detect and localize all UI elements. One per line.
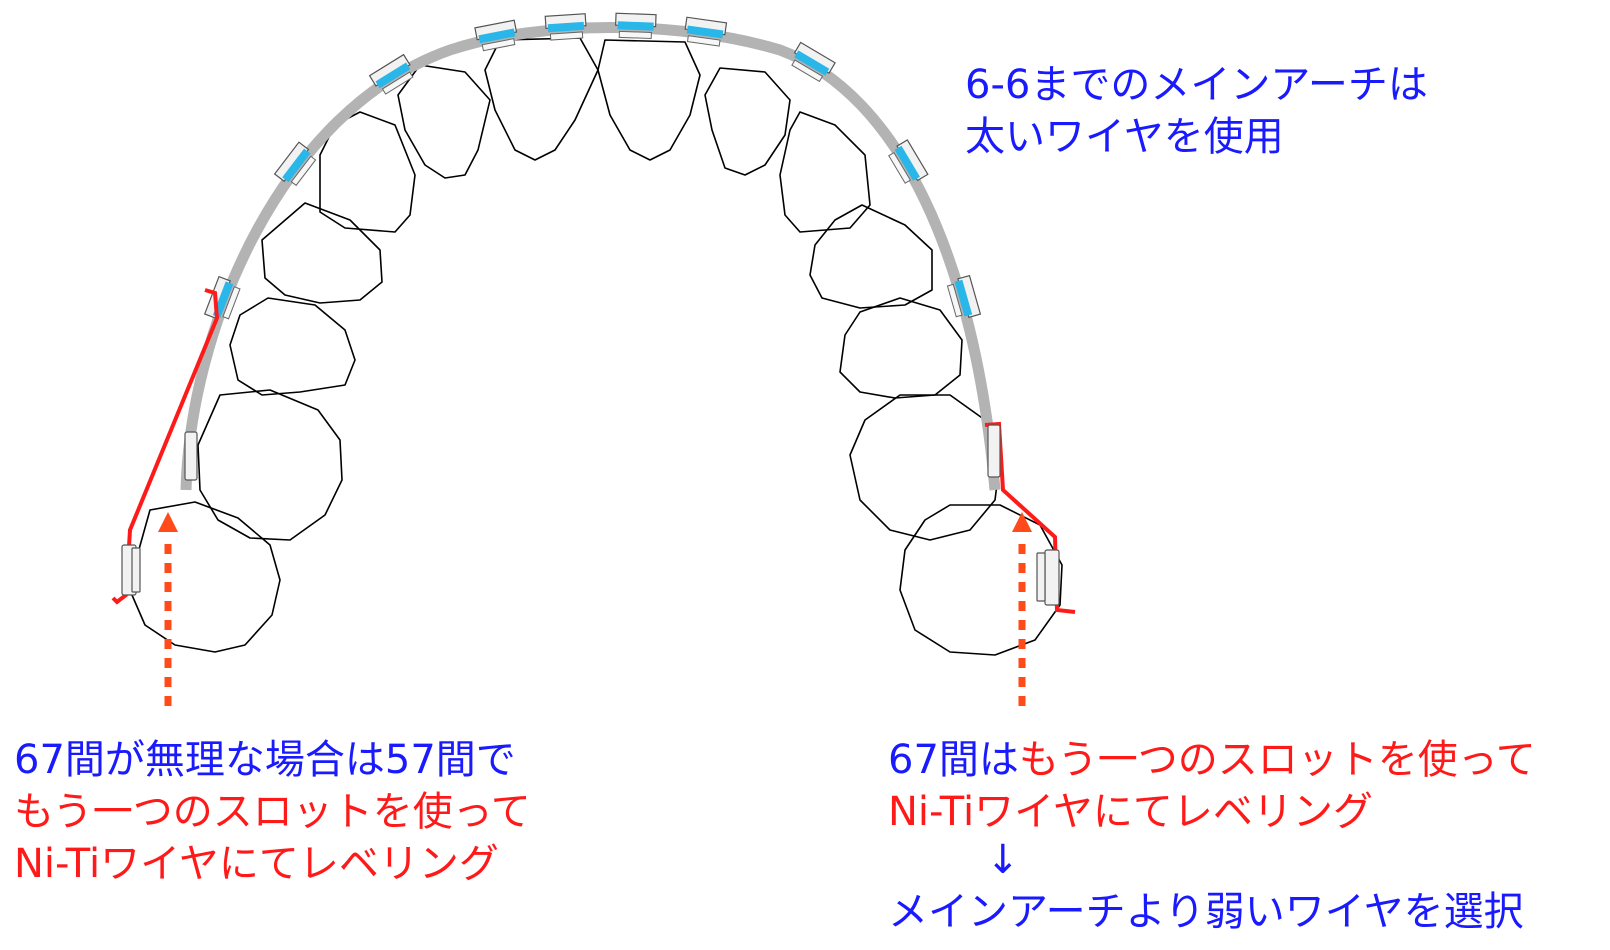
bracket-6	[615, 12, 657, 40]
right-note-line4: メインアーチより弱いワイヤを選択	[888, 889, 1524, 935]
teeth-group	[131, 37, 1063, 656]
main-arch-note-line2: 太いワイヤを使用	[965, 114, 1284, 160]
bracket-8	[791, 41, 836, 83]
tooth-left-3	[319, 111, 416, 233]
bracket-left-7-inner	[131, 547, 141, 593]
main-arch-wire	[180, 22, 1001, 491]
tooth-left-4	[261, 202, 383, 304]
left-note-line3: Ni-Tiワイヤにてレベリング	[14, 841, 499, 887]
right-note-line2: Ni-Tiワイヤにてレベリング	[888, 789, 1373, 835]
tooth-left-2	[397, 64, 491, 179]
bracket-right-7-inner	[1036, 552, 1046, 602]
bracket-wing	[222, 286, 241, 320]
bracket-slot	[547, 21, 585, 33]
bracket-wing	[888, 151, 912, 184]
down-arrow-icon: ↓	[986, 837, 1020, 883]
right-niti-wire	[984, 421, 1076, 614]
left-arrow-head	[158, 512, 178, 532]
bracket-right-6	[987, 424, 1001, 478]
bracket-9	[888, 139, 929, 184]
bracket-wing	[290, 155, 317, 187]
bracket-slot	[375, 62, 411, 89]
bracket-wing	[791, 59, 824, 83]
left-dotted-arrow	[158, 512, 178, 706]
main-arch-note-line1: 6-6までのメインアーチは	[965, 62, 1428, 108]
brackets-group	[203, 12, 982, 320]
bracket-10	[946, 274, 982, 319]
tooth-right-1	[597, 39, 701, 161]
tooth-right-3	[779, 111, 871, 233]
left-note-line2: もう一つのスロットを使って	[14, 789, 531, 835]
bracket-4	[474, 19, 518, 52]
tooth-left-7	[131, 501, 281, 653]
bracket-wing	[618, 30, 652, 40]
right-note-line1: 67間はもう一つのスロットを使って	[888, 738, 1536, 782]
bracket-slot	[617, 21, 654, 31]
bracket-wing	[481, 38, 516, 52]
right-arrow-head	[1012, 512, 1032, 532]
bracket-wing	[686, 35, 721, 47]
bracket-wing	[549, 31, 584, 41]
tooth-left-1	[484, 37, 599, 161]
bracket-slot	[478, 28, 516, 44]
bracket-left-6	[184, 431, 198, 481]
tooth-left-6	[197, 389, 343, 541]
tooth-right-4	[809, 204, 933, 309]
right-dotted-arrow	[1012, 512, 1032, 706]
bracket-7	[684, 16, 728, 47]
bracket-2	[273, 141, 317, 187]
bracket-3	[368, 53, 414, 95]
bracket-5	[544, 13, 587, 41]
right-note-line1-blue: 67間は	[888, 737, 1019, 783]
bracket-slot	[282, 148, 311, 183]
bracket-slot	[686, 25, 724, 39]
tooth-right-5	[839, 297, 963, 399]
tooth-left-5	[229, 297, 356, 396]
left-note-line1: 67間が無理な場合は57間で	[14, 737, 516, 783]
bracket-wing	[946, 283, 963, 318]
bracket-right-7	[1044, 549, 1060, 606]
bracket-slot	[894, 145, 920, 181]
tooth-right-6	[849, 394, 1001, 541]
tooth-right-2	[704, 67, 791, 176]
bracket-slot	[794, 50, 830, 76]
left-niti-wire	[111, 288, 220, 605]
bracket-wing	[381, 71, 414, 95]
right-note-line1-red: もう一つのスロットを使って	[1018, 737, 1536, 783]
molar-brackets	[121, 424, 1060, 606]
bracket-slot	[954, 279, 973, 317]
